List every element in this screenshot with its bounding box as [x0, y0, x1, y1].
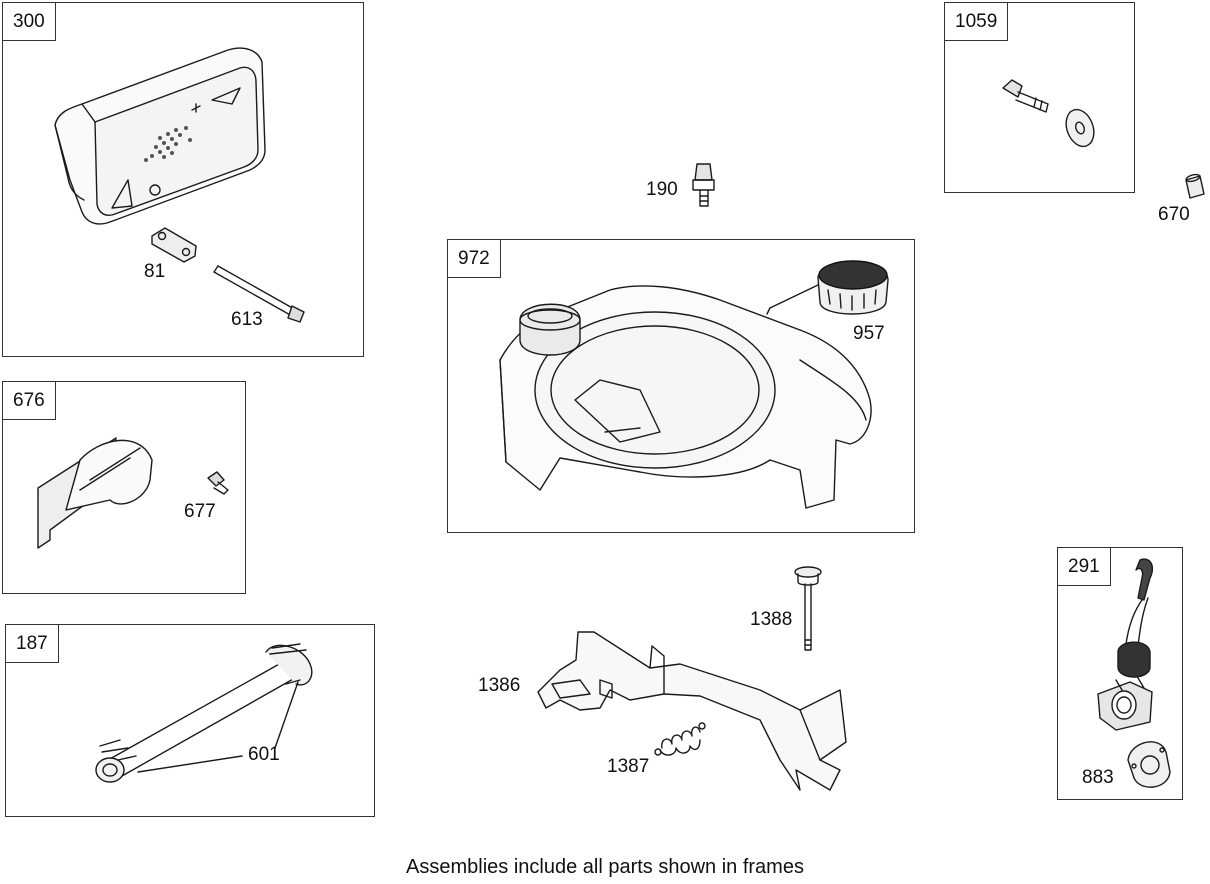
bracket-part-81	[151, 227, 197, 263]
frame-tag-972: 972	[448, 240, 501, 278]
frame-tag-291: 291	[1058, 548, 1111, 586]
callout-613: 613	[231, 309, 263, 330]
frame-676: 676	[2, 381, 246, 594]
callout-957: 957	[853, 323, 885, 344]
frame-972: 972	[447, 239, 915, 533]
frame-tag-300: 300	[3, 3, 56, 41]
breather-tube-part-187	[95, 643, 313, 783]
frame-291: 291	[1057, 547, 1183, 800]
gasket-part-883	[1127, 741, 1171, 788]
governor-bracket-part-1386	[537, 631, 847, 791]
frame-tag-676: 676	[3, 382, 56, 420]
frame-tag-1059: 1059	[945, 3, 1009, 41]
frame-tag-187: 187	[6, 625, 59, 663]
muffler-vent-holes	[144, 126, 192, 162]
shoulder-bolt-part-1388	[794, 566, 822, 651]
callout-601: 601	[248, 744, 280, 765]
bushing-part-670	[1185, 173, 1205, 199]
fitting-part-190	[692, 163, 715, 207]
leader-line-601-upper	[274, 681, 299, 749]
callout-1387: 1387	[607, 756, 650, 777]
bolt-part-613	[213, 265, 305, 323]
callout-81: 81	[144, 261, 166, 282]
frame-300: 300	[2, 2, 364, 357]
callout-190: 190	[646, 179, 678, 200]
callout-1388: 1388	[750, 609, 793, 630]
muffler-part	[54, 47, 266, 225]
oil-fill-assembly-part-291	[1097, 558, 1154, 731]
washer-part-1059	[1065, 108, 1095, 148]
callout-883: 883	[1082, 767, 1114, 788]
leader-line-601-lower	[137, 755, 243, 773]
frame-187: 187	[5, 624, 375, 817]
callout-1386: 1386	[478, 675, 521, 696]
frame-1059: 1059	[944, 2, 1135, 193]
callout-677: 677	[184, 501, 216, 522]
screw-part-677	[207, 471, 229, 495]
footer-note: Assemblies include all parts shown in fr…	[406, 856, 804, 878]
spring-part-1387	[654, 722, 706, 756]
bolt-part-1059	[1002, 79, 1049, 113]
callout-670: 670	[1158, 204, 1190, 225]
blower-housing-part-972	[499, 285, 872, 509]
shield-part-676	[37, 437, 153, 549]
fuel-cap-part-957	[766, 260, 889, 315]
